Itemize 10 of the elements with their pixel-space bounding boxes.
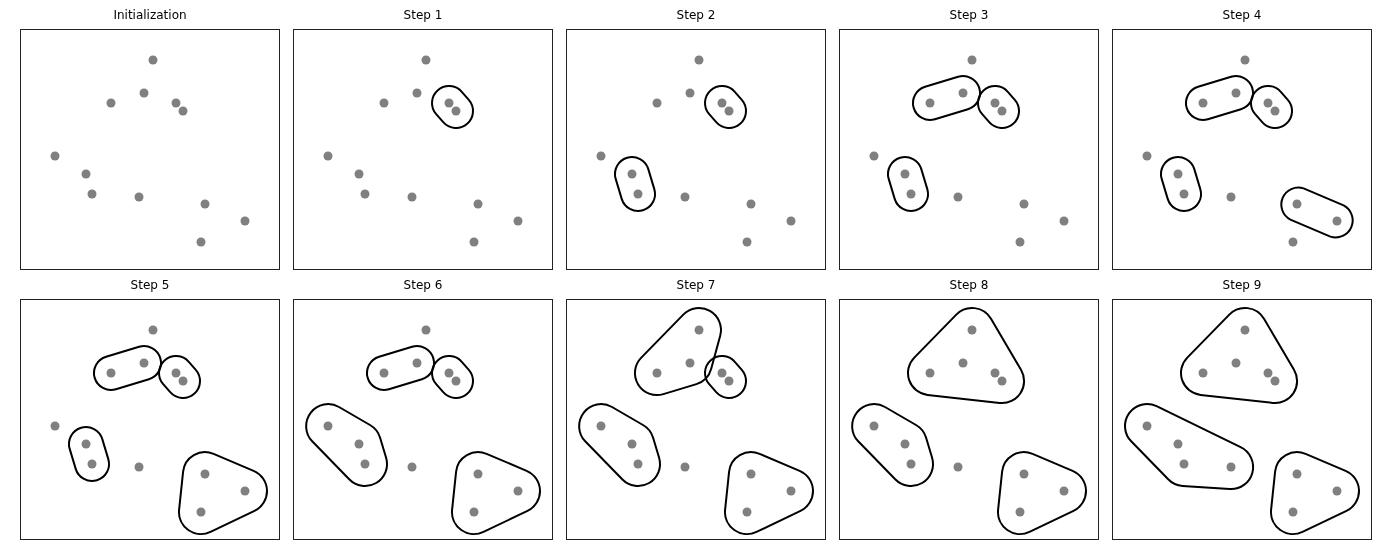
panel-title: Step 2 (676, 8, 716, 22)
panel-title: Step 4 (1222, 8, 1262, 22)
panel-title: Step 5 (130, 278, 170, 292)
panel-title: Step 3 (949, 8, 989, 22)
panel-title: Step 8 (949, 278, 989, 292)
panel-title: Step 9 (1222, 278, 1262, 292)
panel-title: Step 6 (403, 278, 443, 292)
panel-title: Initialization (113, 8, 187, 22)
panel-title: Step 1 (403, 8, 443, 22)
panel-title: Step 7 (676, 278, 716, 292)
